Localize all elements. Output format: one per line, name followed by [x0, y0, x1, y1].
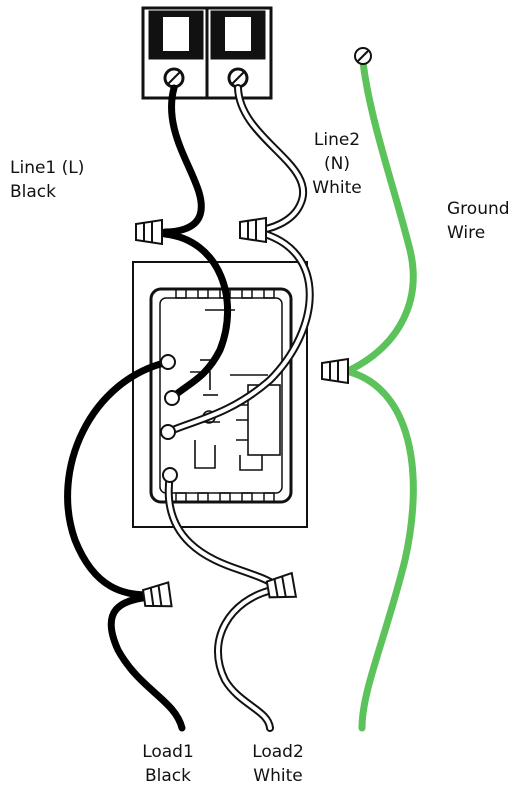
label-load1-name: Load1 [142, 742, 194, 762]
label-load1-color: Black [145, 766, 191, 786]
mounting-plate [132, 261, 308, 528]
switch-terminal-3 [160, 424, 176, 440]
ground-screw [354, 47, 372, 65]
label-line2: Line2 (N) White [300, 128, 374, 200]
line2-white-wire [164, 84, 314, 436]
load2-white-wire [164, 471, 279, 732]
load1-black-wire [64, 358, 186, 732]
label-ground-name: Ground [447, 199, 510, 219]
wire-nut-line1 [135, 218, 163, 246]
wire-nut-line2 [239, 216, 267, 244]
wire-nut-load2 [265, 571, 298, 599]
label-load2: Load2 White [240, 740, 316, 788]
switch-terminal-1 [160, 354, 176, 370]
wire-nut-load1 [141, 581, 173, 608]
label-ground-wire: Wire [447, 223, 486, 243]
label-load1: Load1 Black [132, 740, 204, 788]
label-line1-color: Black [10, 182, 56, 202]
switch-terminals [160, 354, 180, 483]
label-line1: Line1 (L) Black [10, 156, 84, 204]
label-load2-name: Load2 [252, 742, 304, 762]
wire-nut-ground [321, 357, 349, 385]
label-line1-name: Line1 (L) [10, 158, 85, 178]
line1-black-wire [161, 84, 231, 402]
switch-terminal-2 [164, 390, 180, 406]
label-line2-name: Line2 [313, 130, 361, 150]
ground-wire [346, 58, 417, 732]
switch-terminal-4 [162, 467, 178, 483]
label-ground: Ground Wire [447, 197, 510, 245]
label-line2-type: (N) [324, 154, 350, 174]
label-load2-color: White [253, 766, 303, 786]
switch-device [132, 261, 308, 528]
terminal-block [141, 6, 273, 100]
label-line2-color: White [312, 178, 362, 198]
